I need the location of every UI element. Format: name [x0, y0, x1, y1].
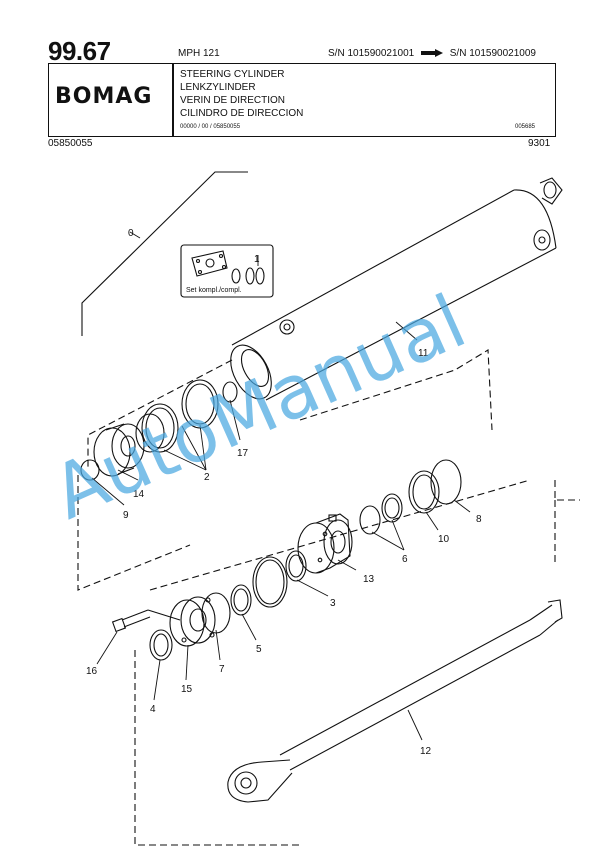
- label-10: 10: [438, 534, 450, 545]
- label-15: 15: [181, 684, 193, 695]
- label-2: 2: [204, 472, 210, 483]
- o-ring-icon: [255, 267, 265, 285]
- label-9: 9: [123, 510, 129, 521]
- title-en: STEERING CYLINDER: [180, 69, 285, 80]
- rings-6: [359, 493, 403, 535]
- date-code: 9301: [528, 138, 551, 149]
- o-ring-7: [201, 592, 231, 634]
- serial-range: S/N 101590021001 S/N 101590021009: [328, 48, 536, 59]
- label-1: 1: [254, 254, 260, 265]
- watermark: AutoManual: [48, 290, 478, 536]
- seal-set-box: [180, 244, 274, 298]
- reference-code-right: 005685: [515, 124, 536, 130]
- ring-17: [222, 381, 238, 403]
- label-3: 3: [330, 598, 336, 609]
- title-es: CILINDRO DE DIRECCION: [180, 108, 304, 119]
- assembly-lines: [77, 349, 580, 846]
- label-16: 16: [86, 666, 98, 677]
- page-number: 99.67: [48, 36, 111, 66]
- o-ring-8: [430, 459, 462, 505]
- piston-rod-12: [227, 599, 563, 803]
- serial-to: S/N 101590021009: [449, 48, 536, 59]
- serial-from: S/N 101590021001: [328, 48, 415, 59]
- label-4: 4: [150, 704, 156, 715]
- watermark-text: AutoManual: [48, 290, 478, 536]
- cylinder-head-15: [169, 596, 216, 647]
- leader-0: [81, 171, 248, 336]
- reference-code: 00000 / 00 / 05850055: [180, 124, 241, 130]
- bolt-16: [111, 609, 181, 633]
- title-de: LENKZYLINDER: [180, 82, 256, 93]
- label-12: 12: [420, 746, 432, 757]
- document-number: 05850055: [48, 138, 93, 149]
- label-11: 11: [418, 348, 429, 359]
- part-labels: 0 1 11 2 17 14 9 8 10 6 13 3 5 7 15 4 16…: [86, 228, 482, 757]
- label-8: 8: [476, 514, 482, 525]
- ring-3b: [285, 550, 307, 582]
- brand-logo: BOMAG: [55, 84, 153, 109]
- label-6: 6: [402, 554, 408, 565]
- leader-lines: [91, 231, 471, 741]
- ring-5: [230, 584, 252, 616]
- cylinder-tube: [230, 177, 563, 401]
- set-label: Set kompl./compl.: [186, 287, 242, 294]
- arrow-right-icon: [420, 49, 443, 58]
- o-ring-3: [252, 556, 288, 608]
- label-13: 13: [363, 574, 375, 585]
- model-label: MPH 121: [178, 48, 220, 59]
- header-divider: [172, 63, 174, 137]
- label-14: 14: [133, 489, 145, 500]
- o-ring-icon: [231, 268, 241, 284]
- label-0: 0: [128, 228, 134, 239]
- flange-gasket-icon: [191, 250, 228, 277]
- seal-10: [408, 470, 440, 514]
- o-ring-icon: [245, 267, 255, 285]
- title-fr: VERIN DE DIRECTION: [180, 95, 286, 106]
- wiper-4: [149, 629, 173, 661]
- label-5: 5: [256, 644, 262, 655]
- label-17: 17: [237, 448, 249, 459]
- header-box: [48, 63, 556, 137]
- piston-13: [297, 513, 353, 574]
- ring-9: [80, 459, 100, 481]
- piston-guide-14: [93, 423, 145, 477]
- label-7: 7: [219, 664, 225, 675]
